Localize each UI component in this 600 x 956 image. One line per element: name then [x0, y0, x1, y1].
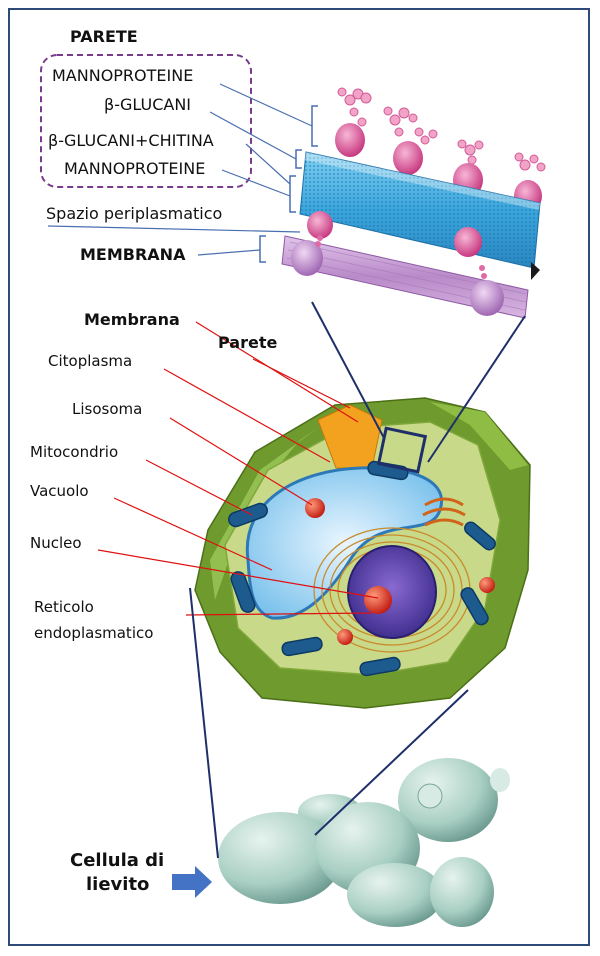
arrow-icon — [172, 866, 212, 898]
wall-title: PARETE — [70, 28, 138, 46]
label-reticolo-2: endoplasmatico — [34, 624, 153, 642]
wall-layer-beta-glucani: β-GLUCANI — [104, 96, 191, 114]
label-parete: Parete — [218, 334, 277, 352]
label-nucleo: Nucleo — [30, 534, 82, 552]
mannoprotein-chains — [338, 88, 545, 171]
wall-layer-mannoproteine-2: MANNOPROTEINE — [64, 160, 205, 178]
wall-layer-mannoproteine-1: MANNOPROTEINE — [52, 67, 193, 85]
wall-layer-beta-glucani-chitina: β-GLUCANI+CHITINA — [48, 132, 214, 150]
label-membrana: Membrana — [84, 311, 180, 329]
wall-schematic — [282, 88, 545, 318]
cell-cutaway — [195, 398, 530, 708]
label-vacuolo: Vacuolo — [30, 482, 89, 500]
membrane-top-label: MEMBRANA — [80, 246, 185, 264]
periplasmic-space-label: Spazio periplasmatico — [46, 205, 222, 223]
label-citoplasma: Citoplasma — [48, 352, 132, 370]
yeast-cells — [218, 758, 510, 927]
label-mitocondrio: Mitocondrio — [30, 443, 118, 461]
label-reticolo-1: Reticolo — [34, 598, 94, 616]
yeast-label-line1: Cellula di — [70, 852, 164, 870]
yeast-label-line2: lievito — [86, 876, 149, 894]
nucleus — [348, 546, 436, 638]
label-lisosoma: Lisosoma — [72, 400, 142, 418]
